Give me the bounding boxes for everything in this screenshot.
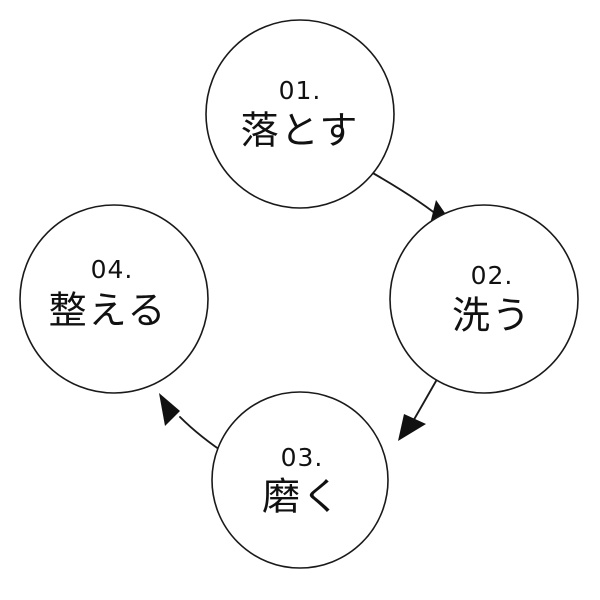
arrow-02-to-03-line xyxy=(411,373,441,424)
node-04-index: 04. xyxy=(91,255,134,284)
node-03-label: 磨く xyxy=(262,475,342,519)
node-02-circle[interactable] xyxy=(389,204,579,394)
node-04-circle[interactable] xyxy=(19,204,209,394)
arrow-02-to-03-head xyxy=(398,414,426,441)
node-01-label: 落とす xyxy=(241,109,360,153)
node-01-circle[interactable] xyxy=(205,19,395,209)
node-02-label: 洗う xyxy=(452,294,532,338)
arrow-03-to-04-head xyxy=(159,393,180,426)
node-04[interactable]: 04. 整える xyxy=(19,204,209,394)
node-01[interactable]: 01. 落とす xyxy=(205,19,395,209)
node-02-index: 02. xyxy=(471,261,514,290)
node-02[interactable]: 02. 洗う xyxy=(389,204,579,394)
node-03[interactable]: 03. 磨く xyxy=(211,391,389,569)
node-03-index: 03. xyxy=(281,443,324,472)
node-03-circle[interactable] xyxy=(211,391,389,569)
node-04-label: 整える xyxy=(49,289,168,333)
arrow-02-to-03 xyxy=(398,373,441,441)
node-01-index: 01. xyxy=(279,76,322,105)
